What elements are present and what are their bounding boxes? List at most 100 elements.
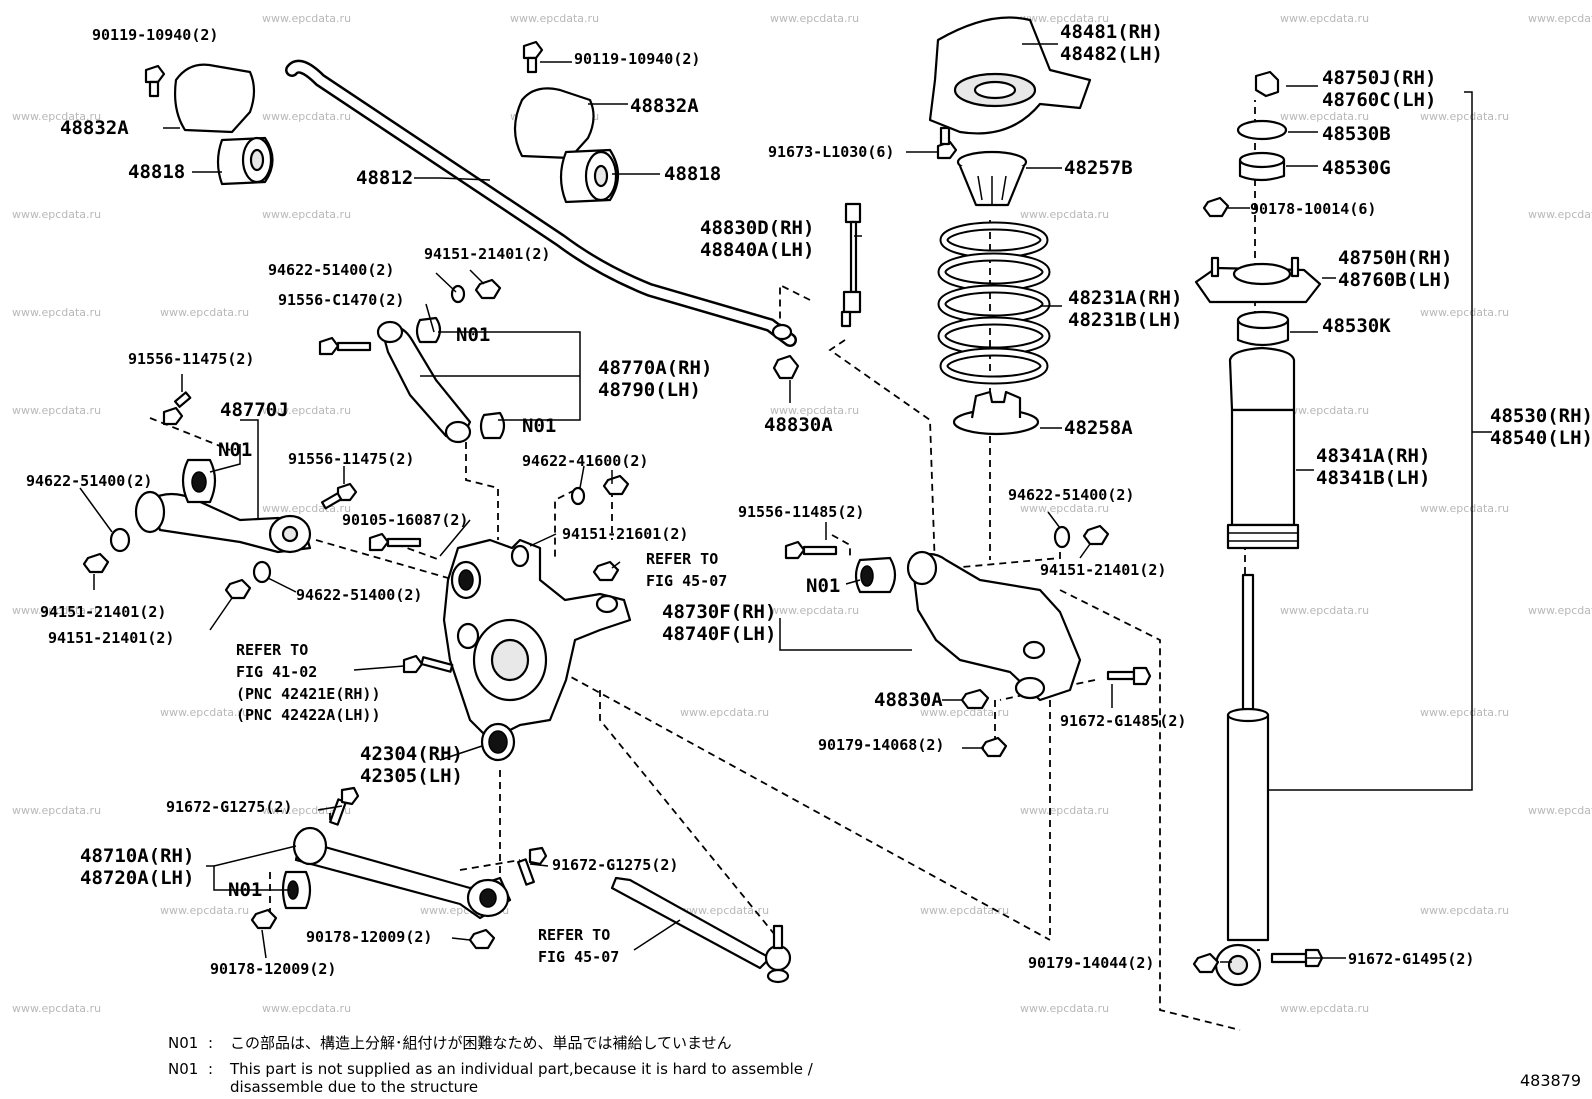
bolt-90119-left[interactable] xyxy=(144,64,166,98)
label-nut-94151-21601[interactable]: 94151-21601(2) xyxy=(562,525,688,543)
tie-rod-refer[interactable] xyxy=(610,876,792,984)
label-nut-48830a-top[interactable]: 48830A xyxy=(764,414,833,436)
stabilizer-link-48830d[interactable] xyxy=(840,202,862,328)
nut-94151-c[interactable] xyxy=(224,578,252,600)
label-stabilizer-bar-48812[interactable]: 48812 xyxy=(356,167,413,189)
label-refer-a-1[interactable]: REFER TO xyxy=(236,641,308,659)
label-nut-48830a-bottom[interactable]: 48830A xyxy=(874,689,943,711)
label-nut-94151-d[interactable]: 94151-21401(2) xyxy=(1040,561,1166,579)
nut-90178-10014[interactable] xyxy=(1202,196,1230,218)
label-washer-94622-a[interactable]: 94622-51400(2) xyxy=(268,261,394,279)
bolt-91556-11475-b[interactable] xyxy=(320,482,358,510)
carrier-42304[interactable] xyxy=(442,538,632,762)
label-seat-48258a[interactable]: 48258A xyxy=(1064,417,1133,439)
label-washer-94622-c[interactable]: 94622-51400(2) xyxy=(296,586,422,604)
label-bracket-48832a-right[interactable]: 48832A xyxy=(630,95,699,117)
label-bolt-90105[interactable]: 90105-16087(2) xyxy=(342,511,468,529)
label-toe-arm-48770j[interactable]: 48770J xyxy=(220,399,289,421)
label-refer-b-2[interactable]: FIG 45-07 xyxy=(646,572,727,590)
nut-48750j[interactable] xyxy=(1254,70,1280,98)
spring-seat-48258a[interactable] xyxy=(952,390,1040,436)
bumper-48530k[interactable] xyxy=(1236,310,1290,347)
mount-48750h[interactable] xyxy=(1194,256,1322,304)
nut-94151-21601[interactable] xyxy=(602,474,630,496)
nut-48830a-bottom[interactable] xyxy=(960,688,990,710)
label-bolt-91672-g1485[interactable]: 91672-G1485(2) xyxy=(1060,712,1186,730)
label-bolt-91556-c1470[interactable]: 91556-C1470(2) xyxy=(278,291,404,309)
label-refer-a-3[interactable]: (PNC 42421E(RH)) xyxy=(236,685,381,703)
label-washer-94622-d[interactable]: 94622-51400(2) xyxy=(1008,486,1134,504)
label-refer-a-2[interactable]: FIG 41-02 xyxy=(236,663,317,681)
bracket-48832a-right[interactable] xyxy=(513,87,595,160)
washer-94622-41600[interactable] xyxy=(570,486,586,506)
nut-90178-12009-b[interactable] xyxy=(250,908,278,930)
label-bolt-91556-11485[interactable]: 91556-11485(2) xyxy=(738,503,864,521)
bolt-90119-right[interactable] xyxy=(522,40,544,74)
label-bracket-48832a-left[interactable]: 48832A xyxy=(60,117,129,139)
lower-arm-48730f[interactable] xyxy=(906,550,1082,702)
bracket-48832a-left[interactable] xyxy=(173,63,256,134)
washer-94622-a[interactable] xyxy=(450,284,466,304)
label-nut-90179-14068[interactable]: 90179-14068(2) xyxy=(818,736,944,754)
nut-94151-a[interactable] xyxy=(474,278,502,300)
cushion-48530g[interactable] xyxy=(1238,151,1286,182)
bushing-48818-right[interactable] xyxy=(559,148,620,204)
nut-94151-b[interactable] xyxy=(82,552,110,574)
label-carrier-42305[interactable]: 42305(LH) xyxy=(360,765,463,787)
label-bolt-91672-g1275-a[interactable]: 91672-G1275(2) xyxy=(166,798,292,816)
label-n01-b[interactable]: N01 xyxy=(522,415,556,437)
lower-arm-48710a[interactable] xyxy=(281,826,512,920)
label-bolt-91556-11475-b[interactable]: 91556-11475(2) xyxy=(288,450,414,468)
label-spring-48231b[interactable]: 48231B(LH) xyxy=(1068,309,1182,331)
label-shock-48530[interactable]: 48530(RH) xyxy=(1490,405,1592,427)
label-refer-b-1[interactable]: REFER TO xyxy=(646,550,718,568)
bolt-91556-11485[interactable] xyxy=(784,540,838,560)
label-n01-c[interactable]: N01 xyxy=(218,439,252,461)
label-bolt-91672-g1275-b[interactable]: 91672-G1275(2) xyxy=(552,856,678,874)
label-upper-support-48482[interactable]: 48482(LH) xyxy=(1060,43,1163,65)
label-bolt-91673[interactable]: 91673-L1030(6) xyxy=(768,143,894,161)
label-bolt-91672-g1495[interactable]: 91672-G1495(2) xyxy=(1348,950,1474,968)
label-bushing-48818-left[interactable]: 48818 xyxy=(128,161,185,183)
bolt-refer-fig-41-02[interactable] xyxy=(402,654,454,674)
bushing-48818-left[interactable] xyxy=(216,136,274,186)
label-nut-48750j[interactable]: 48750J(RH) xyxy=(1322,67,1436,89)
label-boot-48341a[interactable]: 48341A(RH) xyxy=(1316,445,1430,467)
label-mount-48760b[interactable]: 48760B(LH) xyxy=(1338,269,1452,291)
label-nut-90178-12009-b[interactable]: 90178-12009(2) xyxy=(210,960,336,978)
bolt-91556-11475-a[interactable] xyxy=(162,391,192,426)
label-bushing-48818-right[interactable]: 48818 xyxy=(664,163,721,185)
label-cushion-48530g[interactable]: 48530G xyxy=(1322,157,1391,179)
shock-absorber-48530[interactable] xyxy=(1214,573,1270,987)
nut-90179-14068[interactable] xyxy=(980,736,1008,758)
label-washer-94622-41600[interactable]: 94622-41600(2) xyxy=(522,452,648,470)
bolt-91672-g1485[interactable] xyxy=(1106,666,1152,686)
label-bolt-90119-right[interactable]: 90119-10940(2) xyxy=(574,50,700,68)
label-upper-arm-48790[interactable]: 48790(LH) xyxy=(598,379,701,401)
coil-spring-48231[interactable] xyxy=(937,221,1051,385)
label-boot-48341b[interactable]: 48341B(LH) xyxy=(1316,467,1430,489)
label-bolt-91556-11475-a[interactable]: 91556-11475(2) xyxy=(128,350,254,368)
nut-90179-14044[interactable] xyxy=(1192,952,1220,974)
label-upper-arm-48770a[interactable]: 48770A(RH) xyxy=(598,357,712,379)
label-nut-90179-14044[interactable]: 90179-14044(2) xyxy=(1028,954,1154,972)
washer-48530b[interactable] xyxy=(1236,119,1288,141)
label-shock-48540[interactable]: 48540(LH) xyxy=(1490,427,1592,449)
label-nut-94151-a[interactable]: 94151-21401(2) xyxy=(424,245,550,263)
bumper-48257b[interactable] xyxy=(956,150,1028,207)
label-spring-48231a[interactable]: 48231A(RH) xyxy=(1068,287,1182,309)
washer-94622-b[interactable] xyxy=(109,527,131,553)
nut-48830a-top[interactable] xyxy=(772,354,800,380)
toe-arm-48770j[interactable] xyxy=(134,458,312,554)
label-washer-48530b[interactable]: 48530B xyxy=(1322,123,1391,145)
bushing-n01-d[interactable] xyxy=(854,556,897,594)
label-link-48830d[interactable]: 48830D(RH) xyxy=(700,217,814,239)
label-lower-arm-48740f[interactable]: 48740F(LH) xyxy=(662,623,776,645)
nut-refer-fig-45-07[interactable] xyxy=(592,560,620,582)
label-bumper-48257b[interactable]: 48257B xyxy=(1064,157,1133,179)
label-refer-a-4[interactable]: (PNC 42422A(LH)) xyxy=(236,706,381,724)
nut-94151-d[interactable] xyxy=(1082,524,1110,546)
label-bumper-48530k[interactable]: 48530K xyxy=(1322,315,1391,337)
bolt-91673[interactable] xyxy=(936,126,958,160)
label-upper-support-48481[interactable]: 48481(RH) xyxy=(1060,21,1163,43)
